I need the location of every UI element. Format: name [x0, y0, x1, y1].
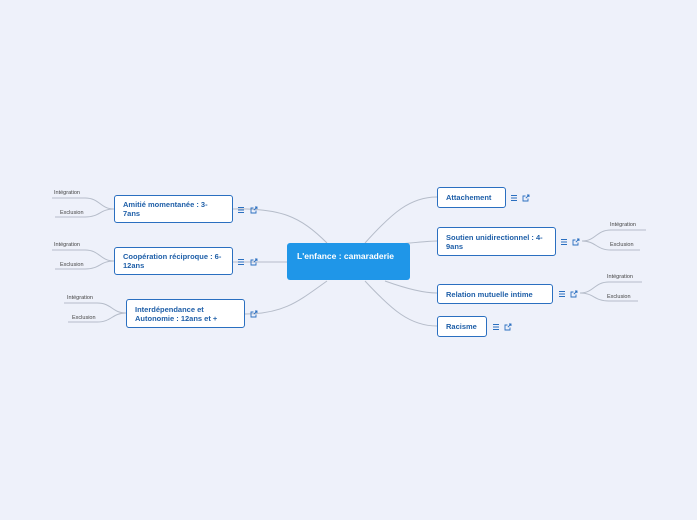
central-topic-label: L'enfance : camaraderie [297, 251, 394, 261]
topic-soutien-unidirectionnel[interactable]: Soutien unidirectionnel : 4-9ans [437, 227, 556, 256]
external-link-icon[interactable] [504, 323, 512, 331]
external-link-icon[interactable] [250, 258, 258, 266]
external-link-icon[interactable] [250, 206, 258, 214]
leaf-integration[interactable]: Intégration [54, 190, 80, 196]
leaf-exclusion[interactable]: Exclusion [60, 262, 84, 268]
notes-icon[interactable] [558, 290, 566, 298]
leaf-integration[interactable]: Intégration [54, 242, 80, 248]
topic-label: Attachement [446, 193, 492, 202]
leaf-integration[interactable]: Intégration [607, 274, 633, 280]
leaf-exclusion[interactable]: Exclusion [607, 294, 631, 300]
leaf-exclusion[interactable]: Exclusion [60, 210, 84, 216]
topic-label: Interdépendance et Autonomie : 12ans et … [135, 304, 218, 323]
topic-interdependance-autonomie[interactable]: Interdépendance et Autonomie : 12ans et … [126, 299, 245, 328]
notes-icon[interactable] [560, 238, 568, 246]
topic-amitie-momentanee[interactable]: Amitié momentanée : 3-7ans [114, 195, 233, 223]
topic-label: Relation mutuelle intime [446, 289, 533, 299]
topic-label: Amitié momentanée : 3-7ans [123, 200, 208, 218]
external-link-icon[interactable] [570, 290, 578, 298]
leaf-exclusion[interactable]: Exclusion [610, 242, 634, 248]
leaf-integration[interactable]: Intégration [67, 295, 93, 301]
external-link-icon[interactable] [522, 194, 530, 202]
notes-icon[interactable] [237, 206, 245, 214]
topic-racisme[interactable]: Racisme [437, 316, 487, 337]
notes-icon[interactable] [492, 323, 500, 331]
topic-label: Racisme [446, 322, 477, 331]
notes-icon[interactable] [237, 258, 245, 266]
topic-cooperation-reciproque[interactable]: Coopération réciproque : 6-12ans [114, 247, 233, 275]
external-link-icon[interactable] [572, 238, 580, 246]
topic-label: Soutien unidirectionnel : 4-9ans [446, 232, 543, 251]
notes-icon[interactable] [510, 194, 518, 202]
central-topic[interactable]: L'enfance : camaraderie [287, 243, 410, 280]
external-link-icon[interactable] [250, 310, 258, 318]
leaf-exclusion[interactable]: Exclusion [72, 315, 96, 321]
topic-attachement[interactable]: Attachement [437, 187, 506, 208]
topic-relation-mutuelle-intime[interactable]: Relation mutuelle intime [437, 284, 553, 304]
topic-label: Coopération réciproque : 6-12ans [123, 252, 222, 270]
leaf-integration[interactable]: Intégration [610, 222, 636, 228]
